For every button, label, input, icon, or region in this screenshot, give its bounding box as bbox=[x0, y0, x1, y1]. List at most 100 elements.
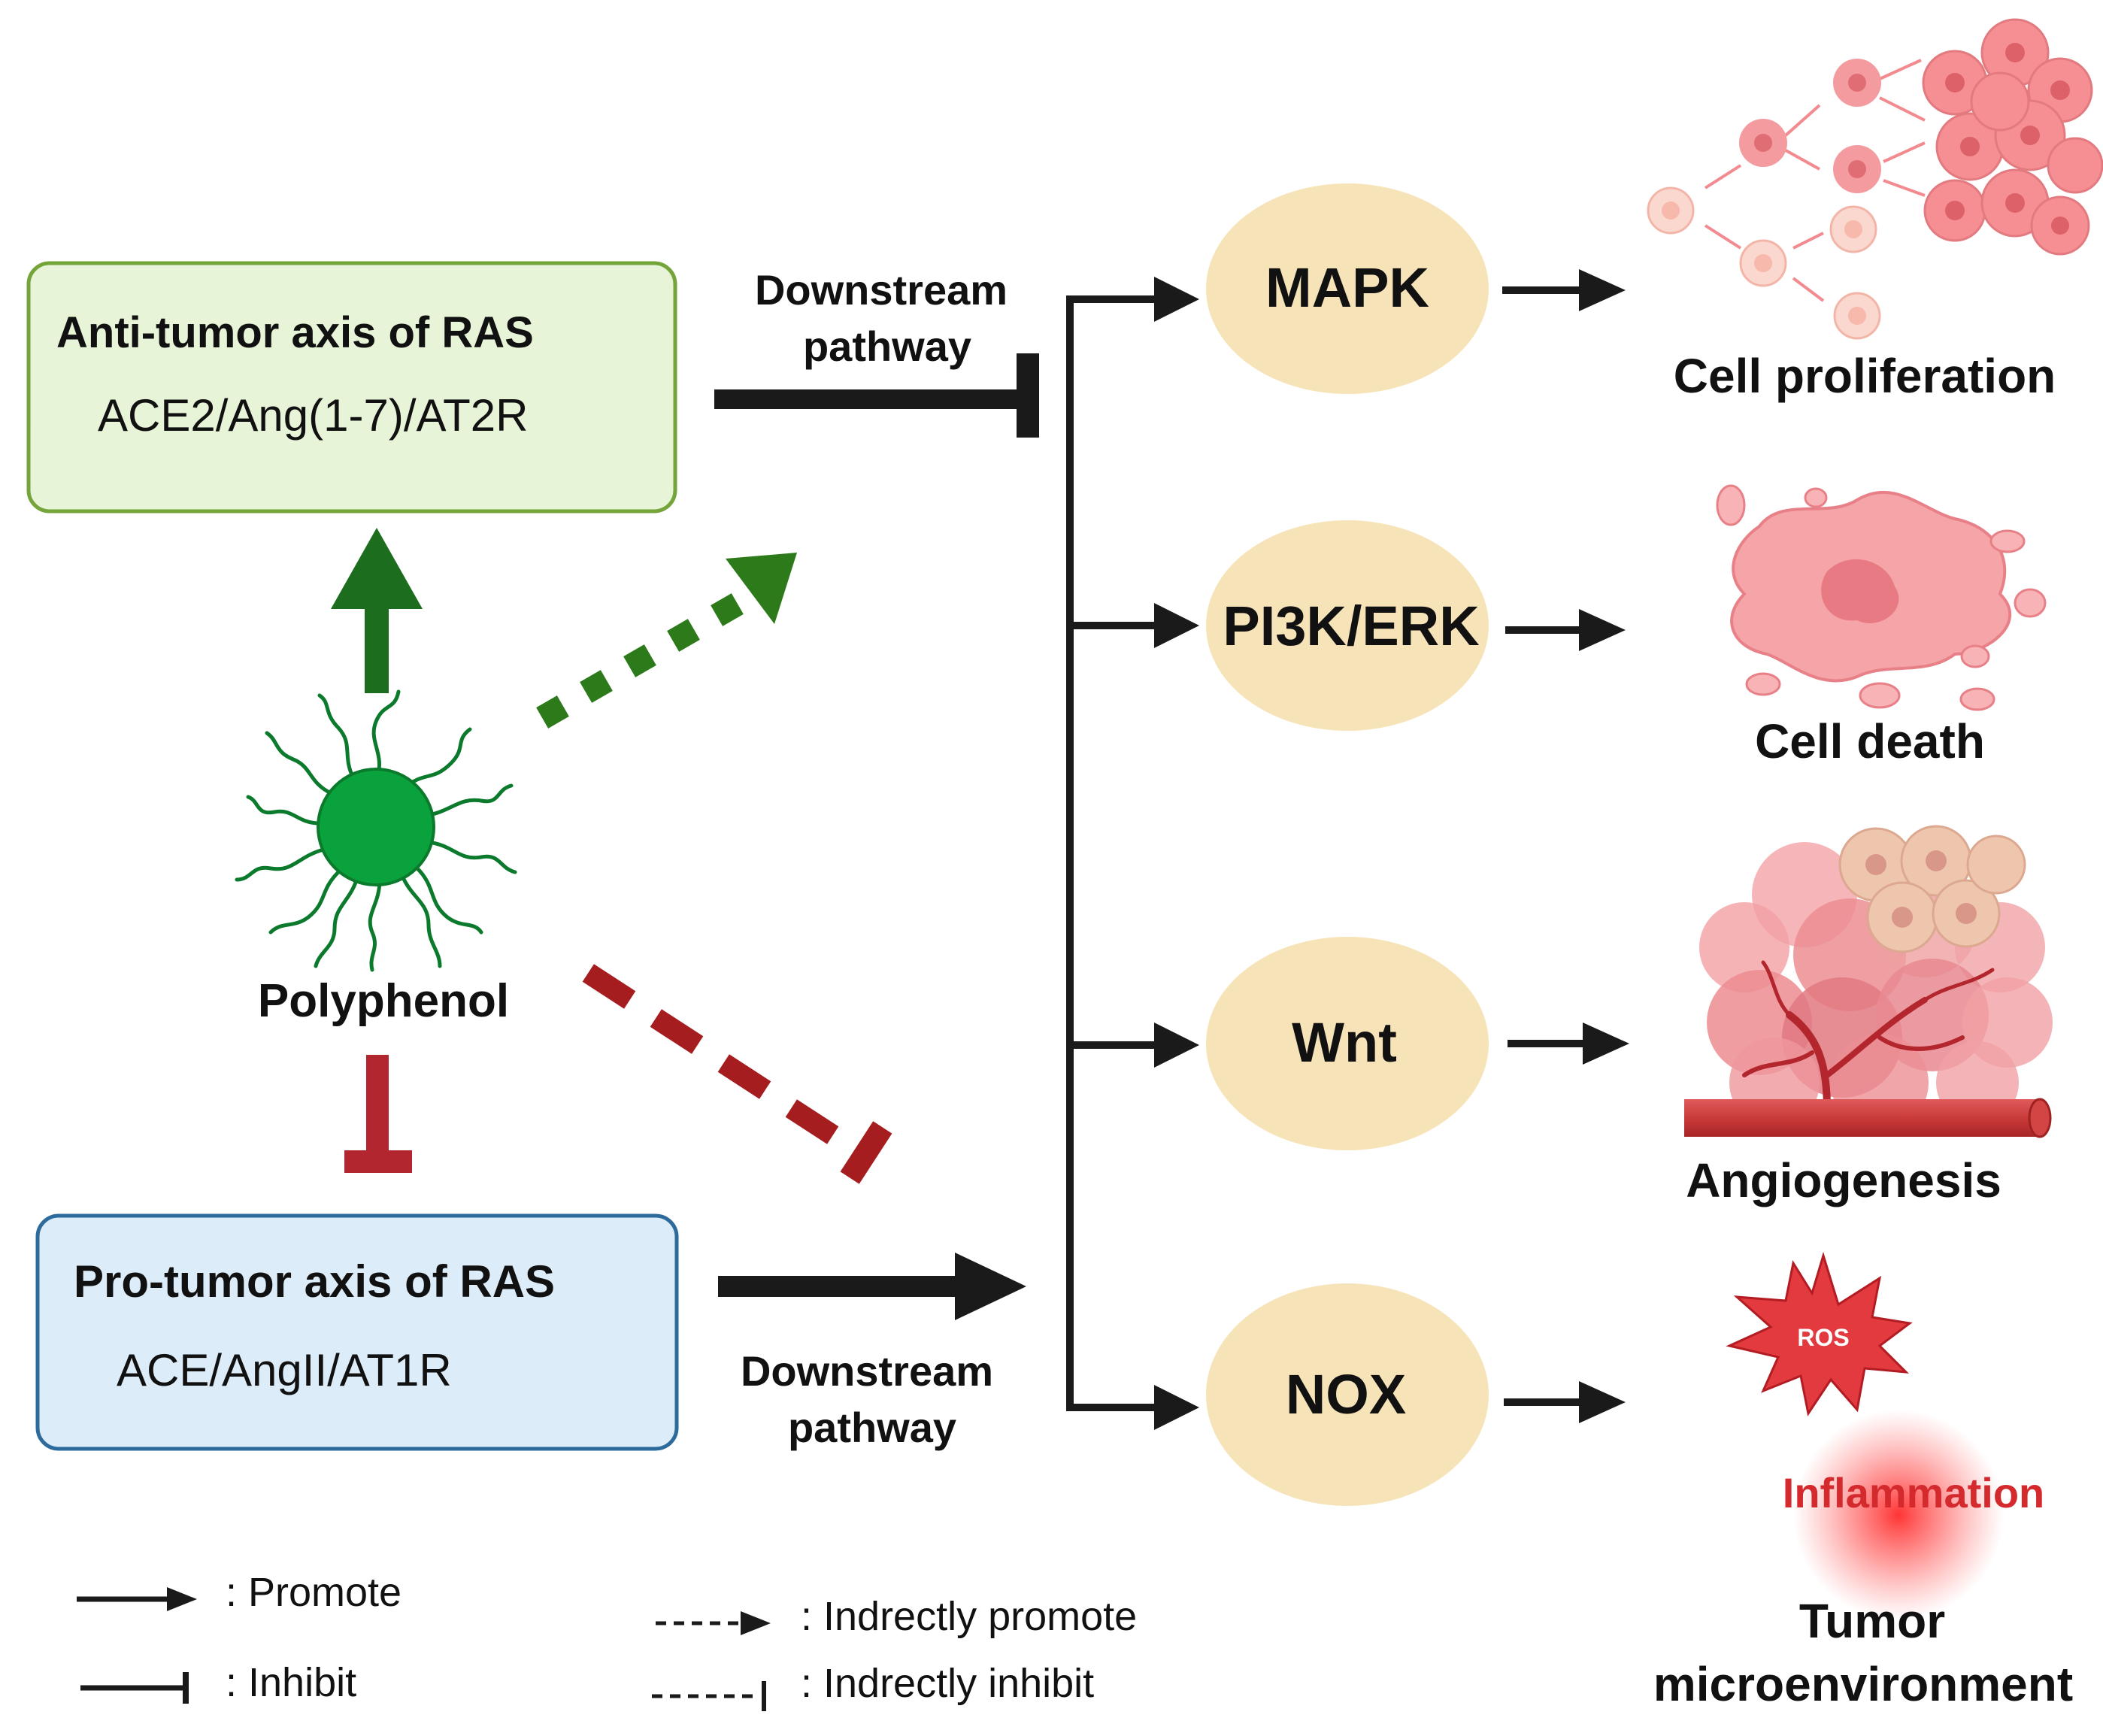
downstream-label-top: Downstream pathway bbox=[755, 266, 1008, 370]
outcome-arrows bbox=[1502, 269, 1629, 1423]
ros-burst bbox=[1726, 1251, 1913, 1416]
red-dash-2 bbox=[650, 1009, 704, 1054]
green-dash-2 bbox=[580, 670, 613, 703]
mapk-ellipse bbox=[1206, 183, 1489, 394]
legend-inhibit-bar bbox=[183, 1672, 189, 1704]
inflammation-label: Inflammation bbox=[1783, 1469, 2044, 1516]
legend-inhibit-label: : Inhibit bbox=[226, 1660, 356, 1705]
anti-inhibit-shaft bbox=[714, 389, 1023, 409]
outcome-arrow-pi3k-head bbox=[1579, 609, 1626, 651]
angiogenesis-illustration: Angiogenesis bbox=[1684, 825, 2053, 1207]
green-dash-5 bbox=[711, 593, 744, 626]
polyphenol-core bbox=[317, 768, 435, 886]
polyphenol-indirect-inhibit bbox=[582, 964, 892, 1184]
anti-box-rect bbox=[29, 263, 675, 511]
nox-ellipse bbox=[1206, 1283, 1489, 1506]
legend-promote-head bbox=[167, 1587, 197, 1611]
cell-proliferation-illustration: Cell proliferation bbox=[1647, 18, 2103, 403]
nox-label: NOX bbox=[1286, 1363, 1406, 1425]
pro-arrow-head bbox=[955, 1253, 1026, 1320]
anti-box-subtitle: ACE2/Ang(1-7)/AT2R bbox=[98, 390, 528, 441]
legend-indirect-inhibit: : Indrectly inhibit bbox=[652, 1661, 1094, 1711]
downstream-top-line1: Downstream bbox=[755, 266, 1008, 314]
mapk-label: MAPK bbox=[1265, 256, 1429, 319]
legend-inhibit: : Inhibit bbox=[80, 1660, 356, 1705]
green-dash-head bbox=[726, 553, 797, 624]
tumor-beige-nuclei bbox=[1865, 850, 1977, 928]
outcome-arrow-nox-head bbox=[1579, 1381, 1626, 1423]
legend-promote-label: : Promote bbox=[226, 1570, 402, 1615]
anti-inhibit-bar bbox=[1017, 353, 1039, 438]
red-dash-1 bbox=[582, 964, 636, 1009]
cell-death-label: Cell death bbox=[1755, 714, 1985, 768]
green-dash-4 bbox=[667, 619, 700, 652]
polyphenol-inhibit-arrow bbox=[344, 1055, 412, 1173]
legend-indirect-inhibit-bar bbox=[762, 1681, 766, 1711]
tme-label-line2: microenvironment bbox=[1653, 1657, 2073, 1711]
anti-inhibit-arrow bbox=[714, 353, 1039, 438]
branch-pi3k-head bbox=[1154, 603, 1199, 648]
cell-proliferation-label: Cell proliferation bbox=[1674, 349, 2056, 403]
anti-box-title: Anti-tumor axis of RAS bbox=[56, 308, 534, 357]
downstream-top-line2: pathway bbox=[803, 323, 971, 370]
legend-indirect-promote-label: : Indrectly promote bbox=[801, 1594, 1137, 1639]
legend-indirect-inhibit-label: : Indrectly inhibit bbox=[801, 1661, 1094, 1706]
polyphenol-icon: Polyphenol bbox=[235, 689, 517, 1027]
promote-arrow-shaft bbox=[365, 601, 389, 693]
proliferation-cluster-nuclei bbox=[1945, 43, 2070, 235]
pro-box-title: Pro-tumor axis of RAS bbox=[74, 1256, 555, 1307]
legend: : Promote : Inhibit : Indrectly promote … bbox=[77, 1570, 1137, 1711]
proliferation-arrows bbox=[1704, 59, 1926, 302]
outcome-arrow-wnt-head bbox=[1583, 1023, 1629, 1065]
pro-tumor-axis-box: Pro-tumor axis of RAS ACE/AngII/AT1R bbox=[35, 1213, 679, 1451]
blood-vessel bbox=[1684, 1098, 2052, 1138]
pi3k-label: PI3K/ERK bbox=[1223, 595, 1479, 657]
wnt-ellipse bbox=[1206, 937, 1489, 1150]
pro-box-rect bbox=[38, 1216, 677, 1449]
tme-label-line1: Tumor bbox=[1799, 1594, 1945, 1648]
downstream-bottom-line2: pathway bbox=[788, 1404, 956, 1451]
tumor-microenvironment-illustration: ROS Inflammation Tumor microenvironment bbox=[1653, 1251, 2073, 1711]
pathway-trunk bbox=[1066, 277, 1199, 1430]
polyphenol-tendrils bbox=[235, 689, 517, 972]
red-dash-4 bbox=[785, 1099, 839, 1144]
tumor-beige-cells bbox=[1838, 825, 2026, 953]
pro-promote-arrow bbox=[718, 1253, 1026, 1320]
tumor-vessels bbox=[1742, 960, 1995, 1113]
outcome-arrow-mapk-head bbox=[1579, 269, 1626, 311]
anti-tumor-axis-box: Anti-tumor axis of RAS ACE2/Ang(1-7)/AT2… bbox=[26, 261, 677, 514]
branch-wnt-head bbox=[1154, 1023, 1199, 1068]
promote-arrow-head bbox=[331, 528, 423, 609]
green-dash-3 bbox=[623, 644, 656, 677]
anti-box-border bbox=[26, 261, 677, 514]
downstream-label-bottom: Downstream pathway bbox=[741, 1347, 993, 1451]
pathway-nox: NOX bbox=[1206, 1283, 1489, 1506]
pathway-wnt: Wnt bbox=[1206, 937, 1489, 1150]
proliferation-early-cells bbox=[1647, 59, 1881, 340]
legend-promote: : Promote bbox=[77, 1570, 402, 1615]
dying-cell-nucleus bbox=[1821, 559, 1899, 623]
red-dash-3 bbox=[717, 1054, 771, 1099]
polyphenol-label: Polyphenol bbox=[258, 975, 509, 1027]
green-dash-1 bbox=[536, 695, 569, 729]
wnt-label: Wnt bbox=[1292, 1011, 1397, 1074]
branch-nox-head bbox=[1154, 1385, 1199, 1430]
polyphenol-indirect-promote bbox=[536, 553, 797, 729]
pathway-mapk: MAPK bbox=[1206, 183, 1489, 394]
ros-label: ROS bbox=[1797, 1324, 1849, 1351]
downstream-bottom-line1: Downstream bbox=[741, 1347, 993, 1395]
pi3k-ellipse bbox=[1206, 520, 1489, 731]
red-dash-bar bbox=[840, 1121, 892, 1184]
branch-mapk-head bbox=[1154, 277, 1199, 322]
legend-indirect-promote: : Indrectly promote bbox=[656, 1594, 1137, 1639]
cell-death-illustration: Cell death bbox=[1716, 484, 2047, 768]
legend-indirect-promote-head bbox=[741, 1611, 771, 1635]
pro-box-subtitle: ACE/AngII/AT1R bbox=[117, 1345, 452, 1395]
angiogenesis-label: Angiogenesis bbox=[1686, 1153, 2001, 1207]
pathway-pi3k-erk: PI3K/ERK bbox=[1206, 520, 1489, 731]
inhibit-arrow-bar bbox=[344, 1150, 412, 1173]
pro-arrow-shaft bbox=[718, 1276, 966, 1297]
inflammation-glow bbox=[1793, 1410, 2004, 1620]
